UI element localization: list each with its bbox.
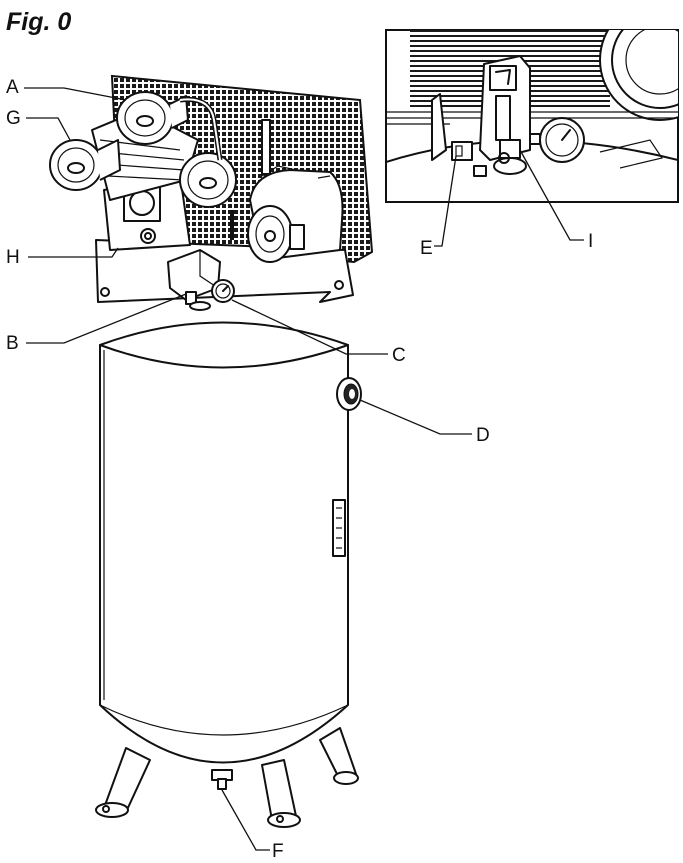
inset-detail-view — [385, 29, 679, 203]
air-filter-g — [49, 139, 121, 191]
callout-label-f: F — [272, 841, 284, 862]
air-filter-third — [179, 152, 237, 208]
inset-pressure-switch — [479, 55, 531, 175]
air-compressor-illustration — [49, 74, 374, 828]
drain-valve — [211, 769, 233, 790]
callout-label-b: B — [6, 333, 19, 354]
callout-label-d: D — [476, 425, 490, 446]
callout-labels: A G H B C D F E I — [6, 77, 593, 862]
callout-label-g: G — [6, 108, 21, 129]
callout-label-e: E — [420, 238, 433, 259]
inset-pressure-gauge — [529, 117, 585, 163]
tank-outlet-fitting — [336, 377, 362, 411]
pressure-switch — [167, 249, 221, 311]
callout-label-h: H — [6, 247, 20, 268]
callout-label-i: I — [588, 231, 593, 252]
electric-motor — [247, 119, 344, 263]
air-filter-a — [116, 91, 189, 145]
inset-safety-valve — [451, 141, 487, 177]
callout-label-a: A — [6, 77, 19, 98]
air-tank — [99, 321, 349, 764]
figure-title: Fig. 0 — [6, 8, 71, 36]
pressure-gauge — [211, 279, 235, 303]
tank-legs — [95, 727, 359, 828]
tank-data-plate — [332, 499, 346, 557]
callout-label-c: C — [392, 345, 406, 366]
